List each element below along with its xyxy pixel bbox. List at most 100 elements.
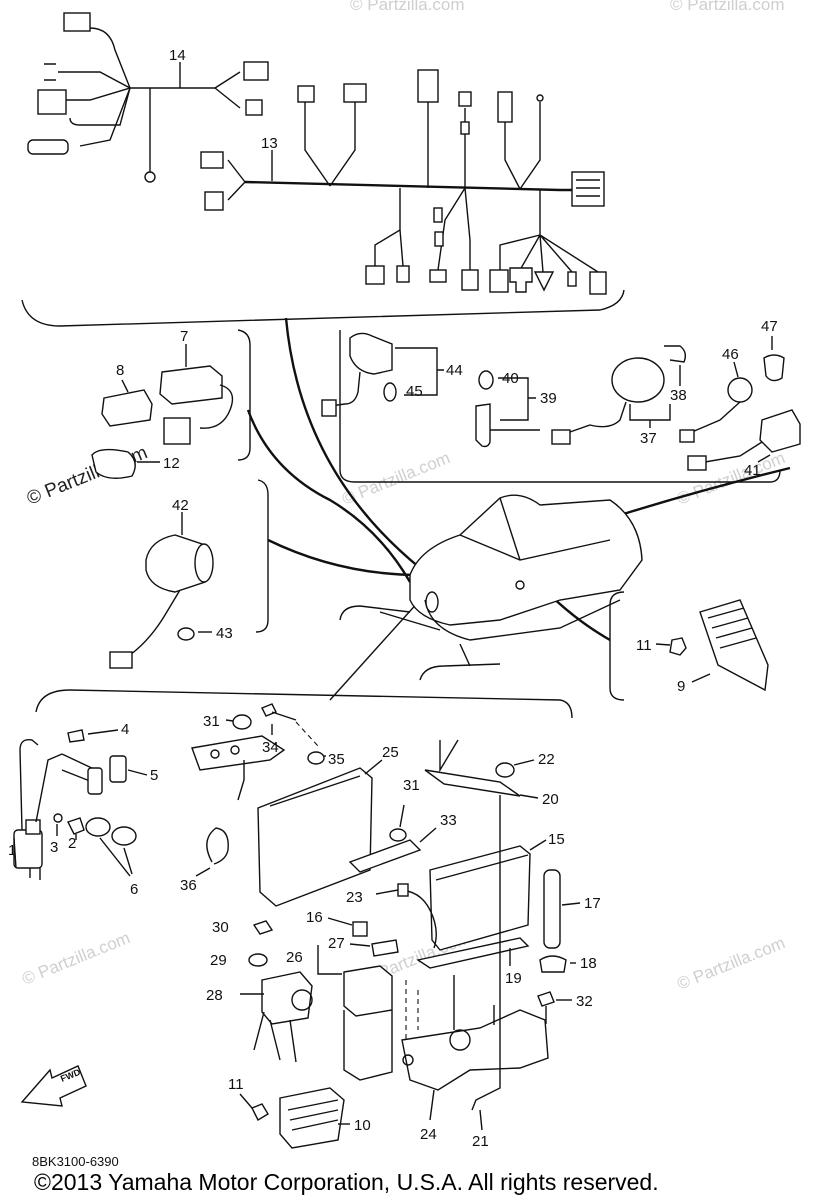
- harness-14-trunk: [89, 27, 241, 89]
- part-number-label: 47: [761, 318, 778, 335]
- part-number-label: 11: [228, 1076, 244, 1093]
- ecu-15: [429, 845, 531, 951]
- routing-line: [267, 538, 421, 577]
- part-number-label: 18: [580, 955, 597, 972]
- ski: [419, 663, 501, 681]
- part-number-label: 28: [206, 987, 223, 1004]
- fuse-27: [371, 939, 399, 957]
- watermark: © Partzilla.com: [19, 928, 132, 989]
- clamp-4: [67, 729, 85, 743]
- part-number-label: 1: [8, 842, 16, 859]
- brake-switch-44: [349, 332, 393, 375]
- cap-18: [539, 955, 567, 973]
- ski: [339, 605, 411, 621]
- washer-29: [248, 953, 268, 967]
- starter-relay-28: [261, 971, 313, 1025]
- main-switch-37: [611, 357, 665, 403]
- part-number-label: 32: [576, 993, 593, 1010]
- switch-46: [727, 377, 753, 403]
- bolt-2: [67, 817, 85, 835]
- fwd-arrow-icon: FWD: [20, 1065, 87, 1107]
- part-number-label: 9: [677, 678, 685, 695]
- plate-33: [348, 839, 422, 873]
- part-number-label: 2: [68, 835, 76, 852]
- part-number-label: 14: [169, 47, 186, 64]
- ignition-coil-1: [13, 829, 43, 869]
- connector-8: [101, 389, 153, 427]
- part-number-label: 5: [150, 767, 158, 784]
- part-number-label: 39: [540, 390, 557, 407]
- part-number-label: 46: [722, 346, 739, 363]
- switch-41: [759, 409, 801, 453]
- nut-22: [495, 762, 515, 778]
- part-number-label: 19: [505, 970, 522, 987]
- socket: [475, 403, 491, 448]
- connector: [200, 151, 224, 169]
- connector: [63, 12, 91, 32]
- bulb-40: [478, 370, 494, 390]
- connector: [243, 61, 269, 81]
- bottom-section: 1 5 4 3 2 6 31 34: [8, 689, 601, 1169]
- routing-line: [284, 317, 421, 569]
- grommet-47: [763, 354, 785, 382]
- cdi-section: 7 8 12: [91, 328, 251, 479]
- section-bracket: [21, 289, 625, 327]
- regulator-10: [279, 1087, 345, 1149]
- part-number-label: 26: [286, 949, 303, 966]
- wire-23: [375, 889, 437, 949]
- bolt-11: [669, 637, 687, 656]
- connector: [297, 85, 315, 103]
- part-number-label: 33: [440, 812, 457, 829]
- connector: [417, 69, 439, 103]
- part-number-label: 8: [116, 362, 124, 379]
- part-number-label: 35: [328, 751, 345, 768]
- part-number-label: 22: [538, 751, 555, 768]
- wire-harness-section: 14 13: [21, 12, 625, 327]
- copyright-footer: ©2013 Yamaha Motor Corporation, U.S.A. A…: [34, 1169, 659, 1195]
- part-number-label: 31: [403, 777, 420, 794]
- part-number-label: 34: [262, 739, 279, 756]
- harness-13-trunk: [244, 180, 572, 192]
- snowmobile-illustration: [339, 494, 643, 681]
- part-number-label: 25: [382, 744, 399, 761]
- part-number-label: 4: [121, 721, 129, 738]
- base-bracket-24: [401, 1009, 549, 1091]
- part-number-label: 12: [163, 455, 180, 472]
- horn-section: 42 43: [109, 479, 269, 669]
- part-number-label: 45: [406, 383, 423, 400]
- fuse-16: [352, 921, 368, 937]
- main-connector: [571, 171, 605, 207]
- connector: [204, 191, 224, 211]
- part-number-label: 31: [203, 713, 220, 730]
- regulator-section: 11 9: [609, 591, 769, 701]
- connector: [27, 139, 69, 155]
- washer-3: [53, 813, 63, 823]
- grommet-6: [85, 817, 111, 837]
- connector: [497, 91, 513, 123]
- part-number-label: 21: [472, 1133, 489, 1150]
- part-number-label: 11: [636, 637, 652, 654]
- voltage-regulator-9: [699, 599, 769, 692]
- watermark: © Partzilla.com: [350, 0, 465, 14]
- rod-21: [471, 795, 501, 1111]
- part-number-label: 24: [420, 1126, 437, 1143]
- connector: [245, 99, 263, 116]
- bolt-34: [261, 703, 277, 717]
- part-number-label: 44: [446, 362, 463, 379]
- part-number-label: 38: [670, 387, 687, 404]
- part-number-label: 6: [130, 881, 138, 898]
- diagram-code: 8BK3100-6390: [32, 1154, 119, 1169]
- key-38: [664, 345, 687, 363]
- part-number-label: 16: [306, 909, 323, 926]
- part-number-label: 27: [328, 935, 345, 952]
- part-number-label: 40: [502, 370, 519, 387]
- bracket-20: [424, 769, 521, 797]
- connector: [343, 83, 367, 103]
- tube-17: [543, 869, 561, 949]
- connector: [365, 265, 385, 285]
- grommet-12: [91, 448, 136, 479]
- part-number-label: 15: [548, 831, 565, 848]
- connector: [37, 89, 67, 115]
- part-number-label: 10: [354, 1117, 371, 1134]
- part-number-label: 43: [216, 625, 233, 642]
